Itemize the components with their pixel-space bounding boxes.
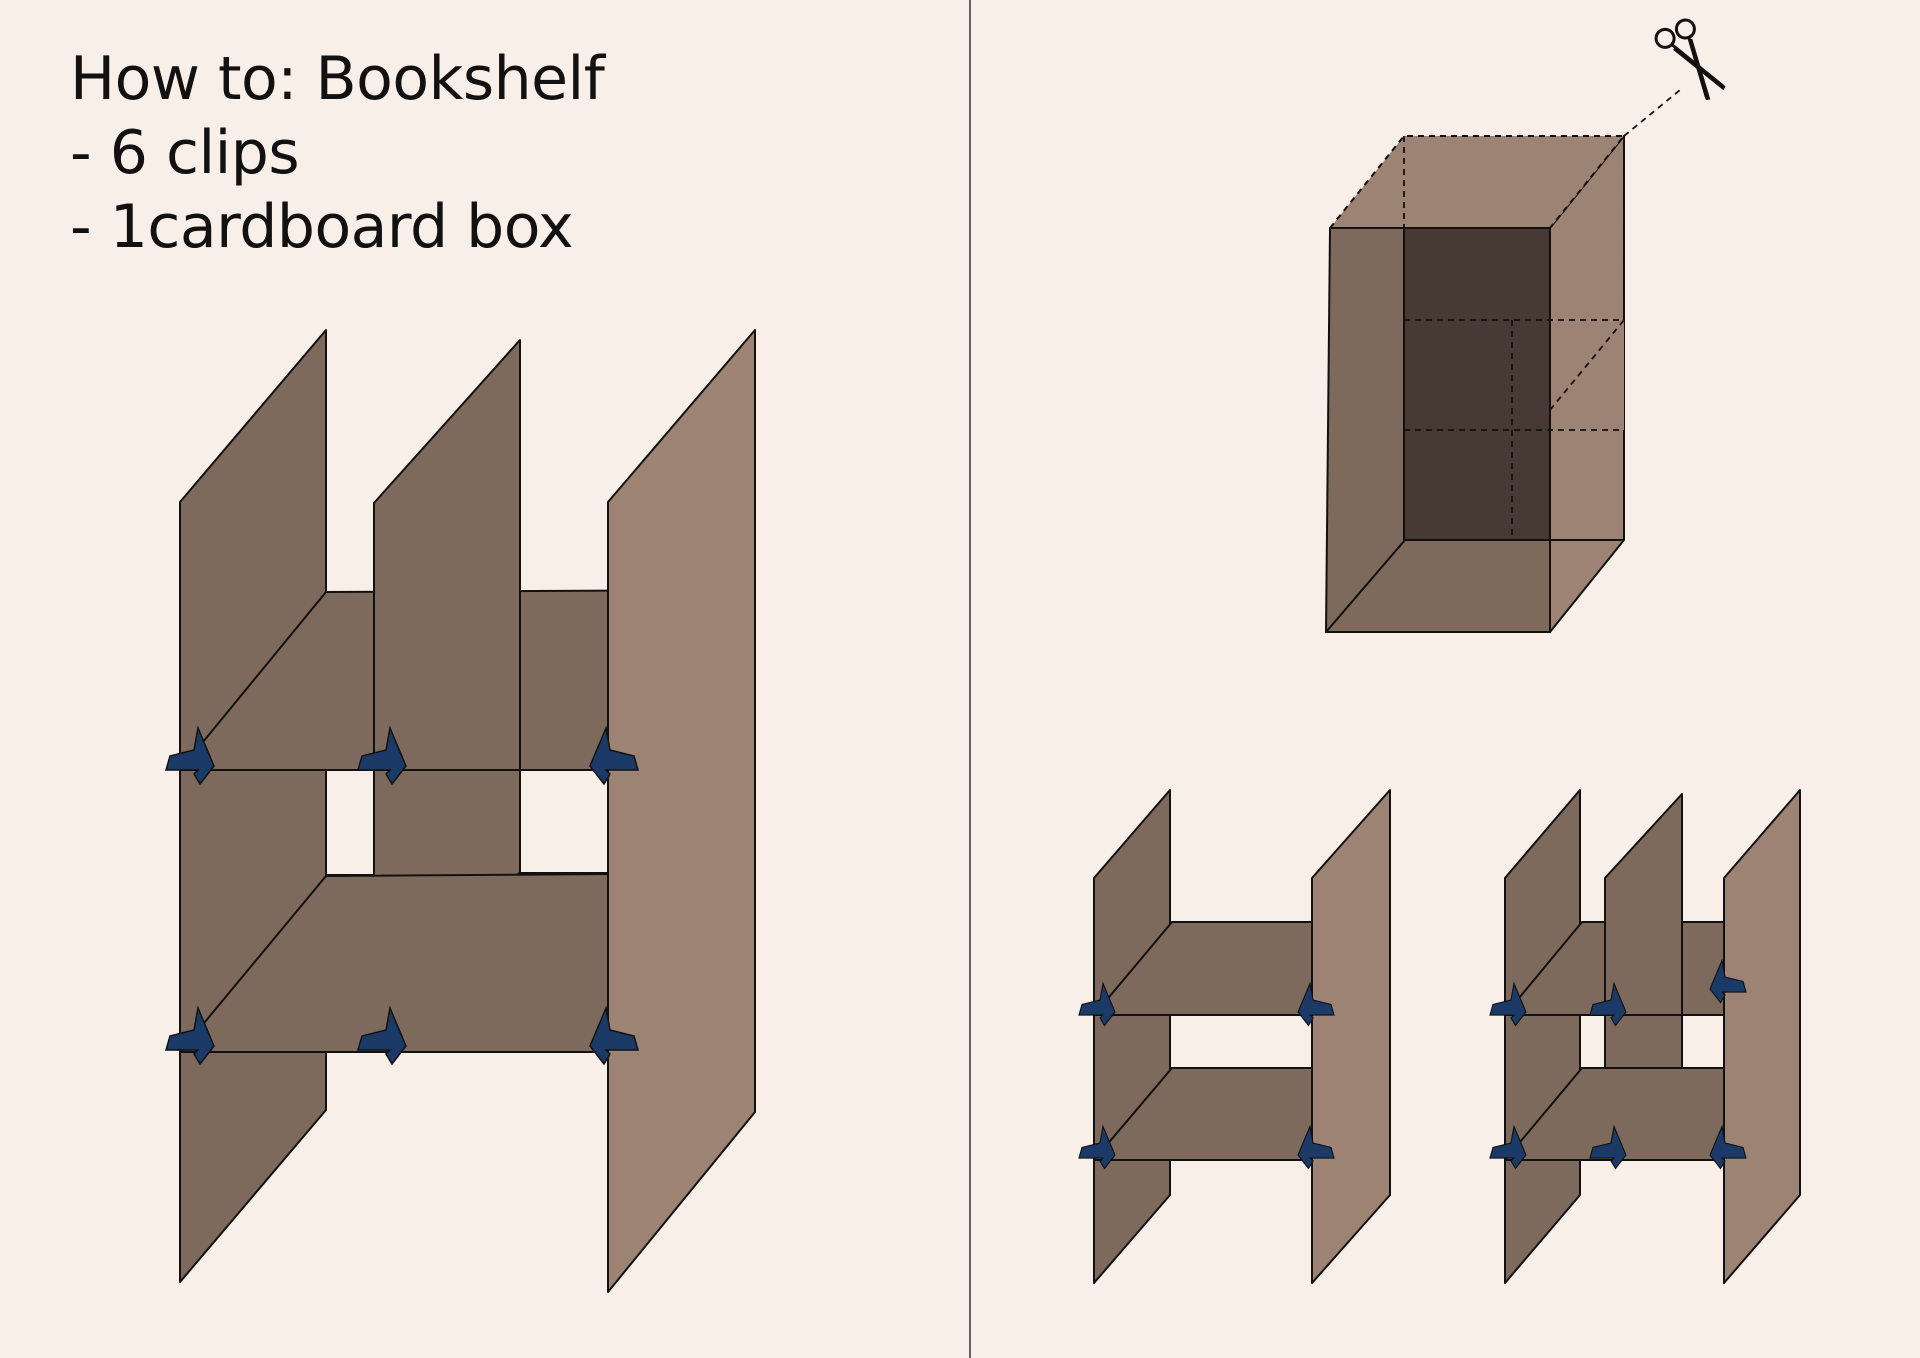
bookshelf-right-panel bbox=[607, 329, 756, 1293]
cut-lines bbox=[1325, 89, 1681, 633]
box-interior bbox=[1403, 227, 1551, 541]
instructions-text: How to: Bookshelf - 6 clips - 1cardboard… bbox=[70, 42, 605, 264]
cardboard-box bbox=[1325, 89, 1681, 633]
scissors-icon bbox=[1654, 18, 1726, 101]
assembled-bookshelf bbox=[179, 329, 756, 1293]
instructions-title: How to: Bookshelf bbox=[70, 44, 605, 114]
small-bookshelf-two bbox=[1504, 789, 1801, 1284]
material-item-clips: - 6 clips bbox=[70, 118, 300, 188]
bookshelf-left-panel bbox=[179, 329, 327, 1283]
material-item-box: - 1cardboard box bbox=[70, 192, 574, 262]
small-bookshelf-one bbox=[1093, 789, 1391, 1284]
